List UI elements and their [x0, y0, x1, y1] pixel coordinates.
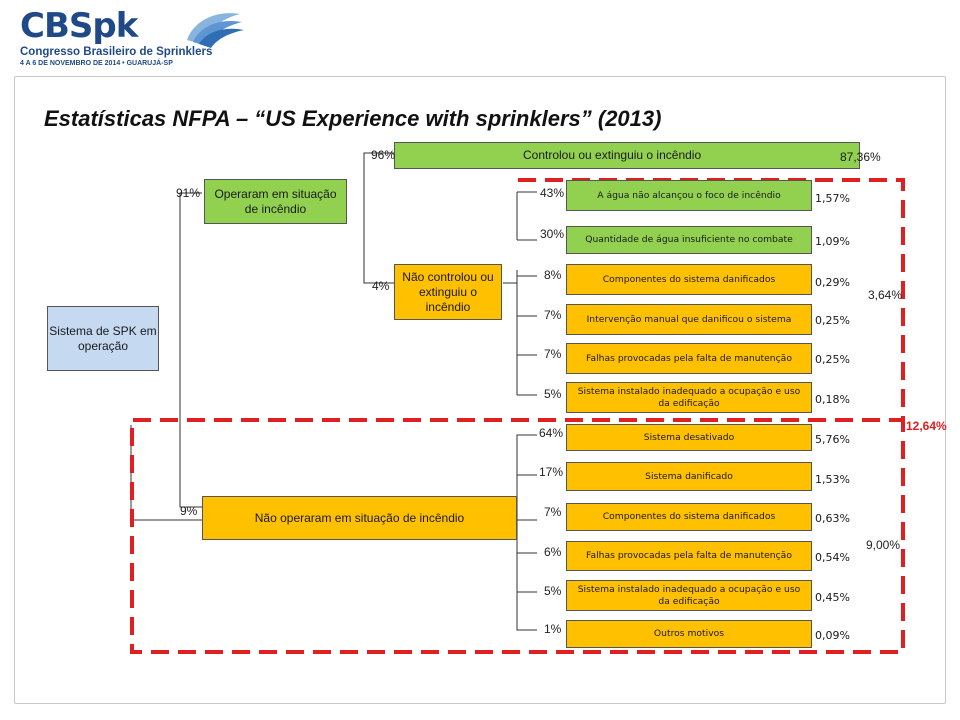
not-operated-label: Não operaram em situação de incêndio	[254, 510, 465, 525]
logo-brand: CBSpk	[20, 6, 138, 46]
not-operated-item-4-label: Sistema instalado inadequado a ocupação …	[577, 584, 801, 607]
operated-item-1-value: 1,09%	[815, 235, 850, 248]
not-operated-item-0-label: Sistema desativado	[643, 431, 735, 443]
not-operated-item-3-value: 0,54%	[815, 551, 850, 564]
not-controlled-item-1-label: Intervenção manual que danificou o siste…	[586, 313, 792, 325]
operated-item-1: Quantidade de água insuficiente no comba…	[566, 226, 812, 254]
not-operated-item-0: Sistema desativado	[566, 424, 812, 451]
not-controlled-item-2-label: Falhas provocadas pela falta de manutenç…	[586, 352, 792, 364]
controlled-node: 96% Controlou ou extinguiu o incêndio	[371, 142, 860, 169]
not-controlled-node: Não controlou ou extinguiu o incêndio	[394, 264, 502, 320]
subtotal-operated: 3,64%	[868, 288, 903, 302]
not-controlled-label: Não controlou ou extinguiu o incêndio	[402, 269, 494, 314]
not-controlled-item-1-value: 0,25%	[815, 314, 850, 327]
not-operated-node: Não operaram em situação de incêndio	[202, 496, 517, 540]
not-controlled-item-3: Sistema instalado inadequado a ocupação …	[566, 382, 812, 413]
not-controlled-item-0-label: Componentes do sistema danificados	[602, 273, 776, 285]
logo-wave-icon	[187, 13, 244, 48]
not-operated-item-5-value: 0,09%	[815, 629, 850, 642]
operated-item-1-pct: 30%	[540, 227, 565, 241]
not-operated-item-1-pct: 17%	[539, 465, 564, 479]
not-operated-item-3-label: Falhas provocadas pela falta de manutenç…	[586, 550, 792, 562]
not-controlled-item-2-pct: 7%	[544, 347, 562, 361]
operated-item-0-value: 1,57%	[815, 192, 850, 205]
operated-pct: 91%	[176, 186, 201, 200]
operated-item-0-label: A água não alcançou o foco de incêndio	[597, 189, 781, 201]
not-operated-item-4: Sistema instalado inadequado a ocupação …	[566, 580, 812, 611]
operated-item-1-label: Quantidade de água insuficiente no comba…	[585, 234, 793, 246]
controlled-value: 87,36%	[840, 150, 881, 164]
operated-item-0-pct: 43%	[540, 186, 565, 200]
not-operated-item-0-pct: 64%	[539, 426, 564, 440]
root-label: Sistema de SPK em operação	[49, 323, 157, 353]
not-operated-pct: 9%	[180, 504, 198, 518]
not-controlled-item-1-pct: 7%	[544, 308, 562, 322]
controlled-pct: 96%	[371, 148, 396, 162]
not-operated-item-4-value: 0,45%	[815, 591, 850, 604]
slide-frame	[14, 76, 946, 704]
not-controlled-item-0: Componentes do sistema danificados	[566, 264, 812, 295]
logo-subtitle: Congresso Brasileiro de Sprinklers	[20, 46, 213, 58]
not-operated-item-5-label: Outros motivos	[653, 628, 725, 640]
cbspk-logo: CBSpk Congresso Brasileiro de Sprinklers…	[12, 6, 262, 68]
not-controlled-pct: 4%	[372, 279, 390, 293]
operated-item-0: A água não alcançou o foco de incêndio	[566, 180, 812, 211]
not-operated-item-5-pct: 1%	[544, 622, 562, 636]
not-operated-item-1-label: Sistema danificado	[645, 470, 733, 482]
not-operated-item-0-value: 5,76%	[815, 433, 850, 446]
not-controlled-item-0-pct: 8%	[544, 268, 562, 282]
not-operated-item-2-label: Componentes do sistema danificados	[602, 511, 776, 523]
not-operated-item-1-value: 1,53%	[815, 473, 850, 486]
not-operated-item-1: Sistema danificado	[566, 462, 812, 491]
not-controlled-item-3-value: 0,18%	[815, 393, 850, 406]
not-operated-item-3: Falhas provocadas pela falta de manutenç…	[566, 541, 812, 571]
subtotal-not-operated: 9,00%	[866, 538, 901, 552]
not-operated-item-2-value: 0,63%	[815, 512, 850, 525]
total-failures: 12,64%	[906, 419, 947, 433]
root-node: Sistema de SPK em operação	[47, 306, 159, 371]
not-controlled-item-2-value: 0,25%	[815, 353, 850, 366]
not-controlled-item-3-pct: 5%	[544, 387, 562, 401]
page-title: Estatísticas NFPA – “US Experience with …	[44, 106, 662, 131]
not-operated-item-4-pct: 5%	[544, 584, 562, 598]
not-operated-item-3-pct: 6%	[544, 545, 562, 559]
operated-label: Operaram em situação de incêndio	[214, 186, 337, 216]
not-operated-item-2-pct: 7%	[544, 505, 562, 519]
controlled-label: Controlou ou extinguiu o incêndio	[523, 148, 702, 162]
not-controlled-item-1: Intervenção manual que danificou o siste…	[566, 304, 812, 335]
operated-node: Operaram em situação de incêndio	[204, 179, 347, 224]
not-controlled-item-3-label: Sistema instalado inadequado a ocupação …	[577, 386, 801, 409]
not-controlled-item-2: Falhas provocadas pela falta de manutenç…	[566, 343, 812, 374]
not-operated-item-2: Componentes do sistema danificados	[566, 503, 812, 531]
logo-event-date: 4 A 6 DE NOVEMBRO DE 2014 • GUARUJÁ-SP	[20, 60, 173, 67]
not-operated-item-5: Outros motivos	[566, 620, 812, 648]
not-controlled-item-0-value: 0,29%	[815, 276, 850, 289]
